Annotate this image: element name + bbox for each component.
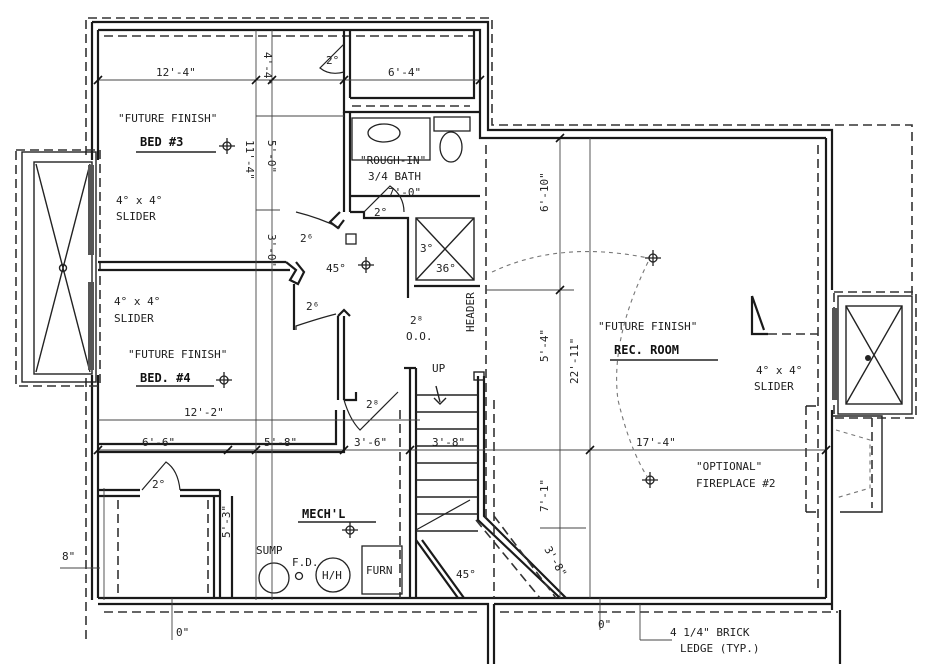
dim-hall-seg1: 5'-0" xyxy=(265,140,278,173)
brick-note-2: LEDGE (TYP.) xyxy=(680,642,759,655)
dim-bottom-0a: 0" xyxy=(176,626,189,639)
bed3-window-label: 4° x 4° xyxy=(116,194,162,207)
door-mech: 2⁸ xyxy=(366,398,379,411)
rec-window-type: SLIDER xyxy=(754,380,794,393)
furnace-label: FURN xyxy=(366,564,393,577)
stair-width-dim: 3'-8" xyxy=(432,436,465,449)
dim-bottom-right: 3'-6" xyxy=(354,436,387,449)
ceiling-light-icon xyxy=(358,257,374,273)
sump-label: SUMP xyxy=(256,544,283,557)
left-window-well xyxy=(15,149,101,387)
shower-size-label: 36° xyxy=(436,262,456,275)
ceiling-light-icon xyxy=(642,472,658,488)
water-heater-label: H/H xyxy=(322,569,342,582)
door-swings xyxy=(141,43,405,491)
ceiling-light-icon xyxy=(342,522,358,538)
door-closet-bottom: 2° xyxy=(152,478,165,491)
interior-walls xyxy=(98,30,567,599)
door-oo-label: O.O. xyxy=(406,330,433,343)
stair-treads xyxy=(416,394,478,532)
rec-name-label: REC. ROOM xyxy=(614,343,679,357)
ceiling-light-icon xyxy=(645,250,661,266)
bed3-status-label: "FUTURE FINISH" xyxy=(118,112,217,125)
dim-rec-total: 22'-11" xyxy=(568,338,581,384)
bed3-name-label: BED #3 xyxy=(140,135,183,149)
dim-rec-angle-run: 3'-8" xyxy=(541,544,569,579)
bath-name-label: 3/4 BATH xyxy=(368,170,421,183)
dim-left-offset: 8" xyxy=(62,550,75,563)
dim-bottom-left: 6'-6" xyxy=(142,436,175,449)
fireplace-label-2: FIREPLACE #2 xyxy=(696,477,775,490)
shower-side-label: 3° xyxy=(420,242,433,255)
bath-width-dim: 7'-0" xyxy=(388,186,421,199)
light-fixtures xyxy=(216,138,818,538)
hall-angle-label: 45° xyxy=(326,262,346,275)
room-labels: "FUTURE FINISH" BED #3 4° x 4° SLIDER 4°… xyxy=(114,112,802,582)
dim-mech-depth: 5'-3" xyxy=(220,505,233,538)
dim-bed3-depth: 11'-4" xyxy=(243,140,256,180)
dim-bed4-width: 12'-2" xyxy=(184,406,224,419)
switch-arc xyxy=(491,251,649,273)
door-closet-top: 2° xyxy=(326,54,339,67)
bed4-status-label: "FUTURE FINISH" xyxy=(128,348,227,361)
right-window-well xyxy=(832,291,917,419)
bed4-window-label: 4° x 4° xyxy=(114,295,160,308)
dim-closet-depth: 4'-4" xyxy=(261,52,274,85)
header-label: HEADER xyxy=(464,292,477,332)
dim-rec-width: 17'-4" xyxy=(636,436,676,449)
dim-closet-width: 6'-4" xyxy=(388,66,421,79)
floor-drain-label: F.D. xyxy=(292,556,319,569)
door-hall-left: 2⁶ xyxy=(300,232,313,245)
mech-name-label: MECH'L xyxy=(302,507,345,521)
stair-angle-label: 45° xyxy=(456,568,476,581)
ceiling-light-icon xyxy=(216,372,232,388)
stair-up-label: UP xyxy=(432,362,446,375)
bed4-name-label: BED. #4 xyxy=(140,371,191,385)
dim-rec-mid: 5'-4" xyxy=(538,329,551,362)
rec-status-label: "FUTURE FINISH" xyxy=(598,320,697,333)
door-labels: 2° 2⁶ 2° 2⁶ 2⁸ 2° 2⁸ O.O. 45° 45° xyxy=(152,54,476,581)
dim-bottom-mid: 5'-8" xyxy=(264,436,297,449)
dim-bottom-0b: 0" xyxy=(598,618,611,631)
fireplace-bump xyxy=(805,405,883,513)
brick-note-1: 4 1/4" BRICK xyxy=(670,626,750,639)
exterior-walls xyxy=(85,17,913,664)
switch-arc xyxy=(616,261,649,479)
dimension-lines xyxy=(60,30,831,641)
bed4-window-type: SLIDER xyxy=(114,312,154,325)
rec-window-label: 4° x 4° xyxy=(756,364,802,377)
media-outlet-icon xyxy=(750,295,768,336)
dimension-labels: 12'-4" 6'-4" 4'-4" 11'-4" 5'-0" 3'-0" 12… xyxy=(62,52,759,655)
fireplace-label-1: "OPTIONAL" xyxy=(696,460,762,473)
ceiling-light-icon xyxy=(219,138,235,154)
dim-hall-seg2: 3'-0" xyxy=(265,234,278,267)
door-oo: 2⁸ xyxy=(410,314,423,327)
dimension-ticks xyxy=(93,75,831,455)
dim-bed3-width: 12'-4" xyxy=(156,66,196,79)
bath-status-label: "ROUGH-IN" xyxy=(360,154,426,167)
door-bath: 2° xyxy=(374,206,387,219)
exhaust-fan-icon xyxy=(345,233,357,245)
dim-rec-top: 6'-10" xyxy=(538,172,551,212)
dim-rec-lower: 7'-1" xyxy=(538,479,551,512)
door-bed4: 2⁶ xyxy=(306,300,319,313)
bed3-window-type: SLIDER xyxy=(116,210,156,223)
